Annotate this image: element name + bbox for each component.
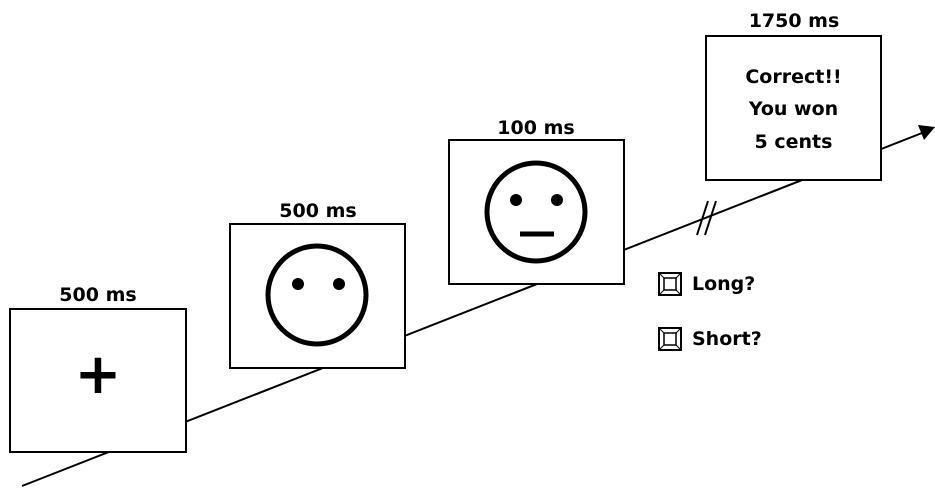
frame-1-duration: 500 ms <box>59 284 137 306</box>
frame-2-duration: 500 ms <box>279 200 357 222</box>
face-target-frame <box>448 139 625 285</box>
feedback-line-1: Correct!! <box>745 66 842 88</box>
face-neutral-icon <box>484 160 588 264</box>
frame-3-duration: 100 ms <box>497 117 575 139</box>
face-no-mouth-icon <box>265 243 369 347</box>
arrowhead-icon <box>918 125 935 140</box>
long-response-label: Long? <box>692 273 756 295</box>
long-response-checkbox[interactable] <box>658 272 682 296</box>
checkbox-icon <box>660 329 680 349</box>
fixation-cross: + <box>74 342 122 407</box>
feedback-line-3: 5 cents <box>754 131 833 153</box>
feedback-line-2: You won <box>748 98 839 120</box>
short-response-label: Short? <box>692 328 762 350</box>
frame-4-duration: 1750 ms <box>748 10 840 32</box>
checkbox-icon <box>660 274 680 294</box>
fixation-frame: + <box>9 308 187 453</box>
feedback-frame: Correct!! You won 5 cents <box>705 35 882 181</box>
face-cue-frame <box>229 223 406 369</box>
short-response-checkbox[interactable] <box>658 327 682 351</box>
